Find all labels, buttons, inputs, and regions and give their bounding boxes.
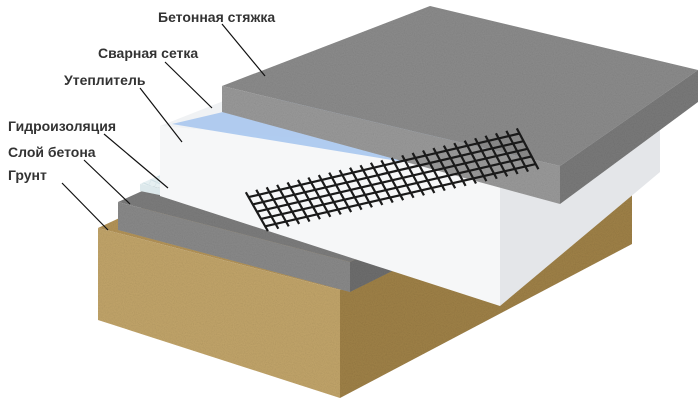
label-soil: Грунт — [8, 167, 47, 183]
mesh-bar — [474, 137, 498, 180]
concrete-front — [118, 202, 350, 292]
mesh-bar — [411, 152, 436, 194]
leader-screed — [221, 23, 266, 77]
mesh-bar — [286, 181, 311, 223]
mesh-bar — [317, 174, 342, 215]
mesh-bar — [453, 142, 477, 185]
label-concrete: Слой бетона — [8, 144, 96, 160]
mesh-bar — [515, 127, 540, 170]
screed-layer — [222, 6, 698, 204]
welded-mesh — [244, 127, 540, 232]
mesh-bar — [442, 145, 467, 187]
mesh-bar — [494, 132, 519, 175]
leader-lines — [61, 23, 266, 231]
mesh-bar — [463, 140, 488, 182]
mesh-bar — [484, 135, 509, 177]
mesh-bar — [401, 154, 425, 196]
mesh-bar — [338, 169, 363, 211]
mesh-bar — [265, 186, 290, 227]
mesh-bar — [296, 179, 321, 220]
soil-front — [98, 228, 340, 398]
leader-mesh — [164, 61, 213, 109]
mesh-bar — [369, 162, 394, 204]
mesh-bar — [422, 149, 446, 192]
leader-waterproofing — [103, 133, 169, 189]
mesh-bar — [505, 130, 529, 173]
mesh-bar — [276, 184, 301, 225]
mesh-bar — [349, 167, 373, 208]
labels: Бетонная стяжка Сварная сетка Утеплитель… — [8, 9, 275, 183]
screed-side — [560, 70, 698, 204]
mesh-bar — [390, 157, 415, 199]
mesh-bar — [432, 147, 457, 189]
leader-soil — [61, 182, 109, 231]
mesh-bar — [244, 191, 269, 232]
label-screed: Бетонная стяжка — [158, 9, 275, 25]
mesh-bar — [359, 164, 384, 206]
label-mesh: Сварная сетка — [98, 45, 198, 61]
mesh-bar — [307, 176, 332, 218]
leader-concrete — [83, 159, 131, 205]
screed-top — [222, 6, 698, 166]
label-waterproofing: Гидроизоляция — [8, 118, 116, 134]
screed-front — [222, 86, 560, 204]
leader-insulation — [139, 87, 183, 143]
mesh-bar — [380, 159, 405, 201]
mesh-bar — [255, 189, 280, 230]
label-insulation: Утеплитель — [64, 72, 146, 88]
mesh-bar — [328, 172, 353, 213]
